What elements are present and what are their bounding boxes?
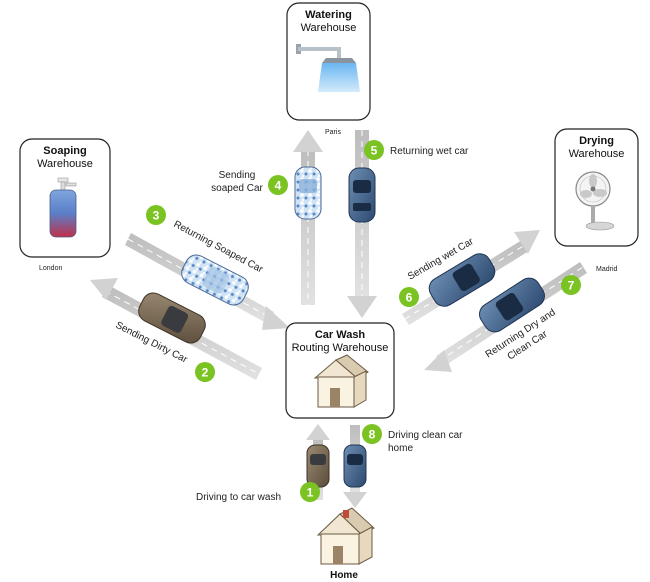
arrow-upleft-icon xyxy=(90,278,118,300)
dirty-car xyxy=(306,444,330,488)
step-label-line2: home xyxy=(388,443,413,454)
step-badge xyxy=(399,287,419,307)
step-label-line1: Sending xyxy=(219,170,256,181)
house-icon xyxy=(316,507,375,565)
step-label: Returning wet car xyxy=(390,146,469,157)
step-8: 8 Driving clean car home xyxy=(362,424,463,454)
clean-car xyxy=(343,444,367,488)
step-label-line1: Driving clean car xyxy=(388,430,463,441)
step-number: 4 xyxy=(275,179,282,193)
step-badge xyxy=(146,205,166,225)
soaping-subtitle: Warehouse xyxy=(37,158,93,170)
dirty-car xyxy=(138,292,206,344)
step-number: 5 xyxy=(371,144,378,158)
watering-title: Watering xyxy=(305,9,352,21)
step-badge xyxy=(561,275,581,295)
arrow-downright-icon xyxy=(262,306,290,330)
step-badge xyxy=(300,482,320,502)
step-label-line2: soaped Car xyxy=(211,183,263,194)
watering-subtitle: Warehouse xyxy=(301,22,357,34)
step-number: 3 xyxy=(153,209,160,223)
step-4: 4 Sending soaped Car xyxy=(211,170,288,195)
step-badge xyxy=(268,175,288,195)
wet-car xyxy=(348,167,376,223)
step-5: 5 Returning wet car xyxy=(364,140,469,160)
arrow-up-icon xyxy=(306,424,330,440)
arrow-up-icon xyxy=(293,130,323,152)
drying-warehouse: Drying Warehouse xyxy=(554,128,639,247)
wet-car xyxy=(428,253,496,307)
soaped-car xyxy=(294,166,322,220)
soaping-title: Soaping xyxy=(43,145,86,157)
soap-bottle-icon xyxy=(49,177,77,238)
step-number: 2 xyxy=(202,366,209,380)
house-icon xyxy=(313,354,369,408)
fan-icon xyxy=(575,171,615,231)
arrow-down-icon xyxy=(347,296,377,318)
drying-subtitle: Warehouse xyxy=(569,148,625,160)
soaping-warehouse: Soaping Warehouse xyxy=(19,138,111,258)
arrow-downleft-icon xyxy=(424,350,452,372)
soaped-car xyxy=(181,254,249,306)
step-1: 1 Driving to car wash xyxy=(196,482,320,503)
carwash-warehouse: Car Wash Routing Warehouse xyxy=(285,322,395,419)
step-badge xyxy=(364,140,384,160)
step-label: Driving to car wash xyxy=(196,492,281,503)
shower-icon xyxy=(296,44,360,92)
step-number: 1 xyxy=(307,486,314,500)
carwash-title: Car Wash xyxy=(315,329,366,341)
step-number: 6 xyxy=(406,291,413,305)
watering-warehouse: Watering Warehouse xyxy=(286,2,371,121)
home-label: Home xyxy=(330,570,358,581)
arrow-upright-icon xyxy=(514,230,540,254)
home: Home xyxy=(316,507,375,581)
watering-city: Paris xyxy=(325,129,341,136)
soaping-city: London xyxy=(39,265,62,272)
drying-city: Madrid xyxy=(596,266,618,273)
clean-car xyxy=(479,277,545,333)
arrow-down-icon xyxy=(343,492,367,508)
step-number: 8 xyxy=(369,428,376,442)
step-badge xyxy=(362,424,382,444)
step-badge xyxy=(195,362,215,382)
carwash-subtitle: Routing Warehouse xyxy=(292,342,389,354)
step-number: 7 xyxy=(568,279,575,293)
drying-title: Drying xyxy=(579,135,614,147)
